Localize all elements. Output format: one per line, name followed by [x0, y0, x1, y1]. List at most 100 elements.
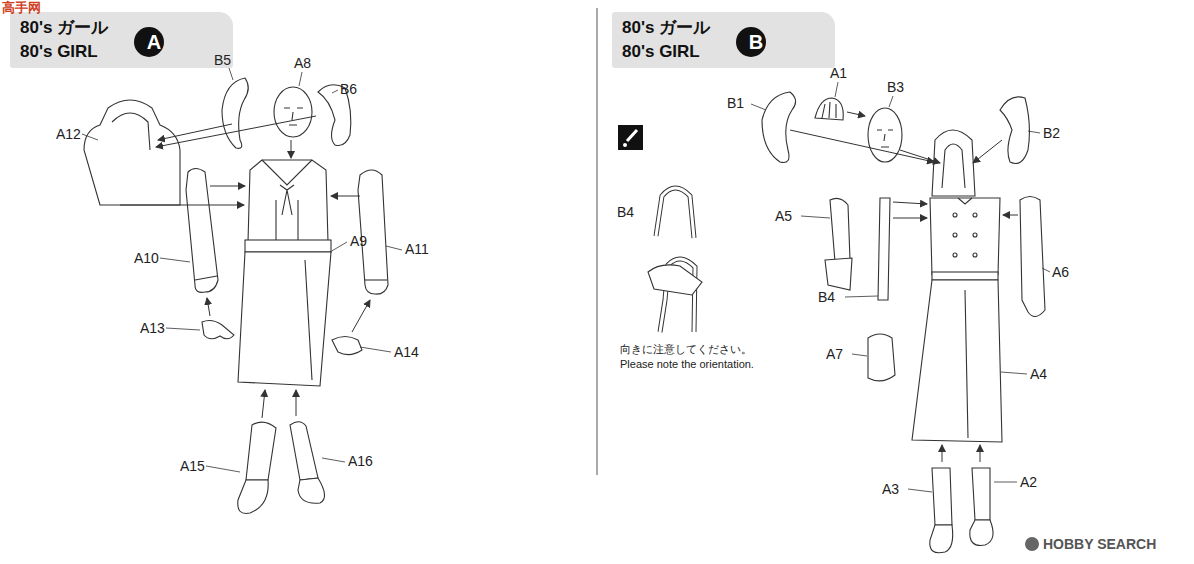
drawing-element — [1042, 268, 1050, 272]
drawing-element — [845, 296, 878, 297]
assembly-arrow — [156, 116, 316, 147]
assembly-arrow — [120, 205, 244, 206]
drawing-element — [656, 188, 694, 238]
hair-part — [762, 92, 796, 163]
drawing-element — [889, 96, 893, 107]
part-number: A16 — [348, 453, 373, 469]
drawing-element — [332, 90, 338, 93]
header-band: 80's ガール 80's GIRLA — [10, 12, 233, 68]
divider-line — [597, 8, 598, 475]
drawing-element — [386, 246, 402, 250]
assembly-arrow — [291, 140, 292, 158]
assembly-arrow — [980, 445, 981, 462]
waistband — [932, 272, 998, 280]
note-text: Please note the orientation. — [620, 358, 754, 371]
sock-part — [972, 468, 990, 520]
collar-lines — [262, 160, 312, 240]
assembly-arrow — [893, 218, 927, 219]
part-number: B3 — [887, 79, 904, 95]
assembly-arrow — [352, 300, 370, 332]
waistband — [245, 240, 331, 252]
drawing-element — [801, 216, 830, 218]
assembly-arrow — [207, 298, 210, 316]
assembly-arrow — [942, 445, 943, 462]
sock-part — [932, 468, 952, 525]
part-number: A10 — [134, 250, 159, 266]
note-icon — [618, 125, 643, 150]
figure-a — [84, 78, 388, 513]
header-text: 80's GIRL — [10, 42, 233, 62]
assembly-arrow — [210, 186, 245, 187]
face-lines — [877, 130, 893, 147]
assembly-arrows — [790, 112, 1018, 462]
assembly-arrow — [158, 124, 232, 140]
hair-part — [1000, 97, 1029, 164]
skirt-line — [965, 290, 968, 438]
part-number: A12 — [56, 126, 81, 142]
figure-letter-circle: A — [134, 27, 164, 57]
shoe-part — [238, 480, 268, 513]
strap-detail — [648, 188, 702, 332]
drawing-element — [994, 482, 1017, 483]
bag-part — [868, 334, 895, 381]
part-number: A5 — [775, 208, 792, 224]
drawing-element — [908, 489, 932, 492]
part-number: B5 — [214, 52, 231, 68]
coat-part — [930, 198, 1000, 275]
drawing-element — [953, 213, 957, 217]
drawing-element — [953, 233, 957, 237]
drawing-element — [1028, 131, 1040, 133]
watermark: 高手网 — [2, 0, 41, 15]
drawing-element — [322, 458, 345, 462]
assembly-arrow — [1003, 215, 1018, 216]
assembly-arrow — [331, 196, 360, 197]
bun-part — [815, 98, 843, 120]
assembly-arrow — [893, 202, 927, 204]
arm-part — [830, 198, 850, 262]
hand-part — [825, 258, 852, 290]
note-icon-mark — [627, 130, 637, 141]
part-number: B2 — [1043, 125, 1060, 141]
part-number: A15 — [180, 458, 205, 474]
drawing-element — [835, 82, 838, 97]
header-text: 80's GIRL — [612, 42, 835, 62]
arm-part — [1020, 197, 1045, 317]
watermark: HOBBY SEARCH — [1043, 536, 1156, 552]
part-number: B4 — [617, 204, 634, 220]
shoe-part — [298, 478, 325, 503]
shoe-part — [970, 520, 993, 545]
drawing-element — [751, 104, 766, 110]
assembly-arrow — [262, 390, 265, 418]
skirt-part — [238, 252, 331, 386]
header-band: 80's ガール80's GIRLB — [612, 12, 835, 68]
drawing-element — [166, 328, 200, 330]
drawing-element — [82, 134, 98, 140]
head-part — [274, 87, 312, 137]
hair-part — [222, 78, 248, 148]
drawing-element — [973, 233, 977, 237]
cuff-line — [365, 279, 387, 280]
part-number: B1 — [727, 95, 744, 111]
sock-part — [290, 422, 318, 480]
drawing-element — [656, 188, 694, 238]
skirt-part — [912, 280, 1002, 442]
part-number: A9 — [350, 233, 367, 249]
hand-part — [202, 321, 234, 339]
shoe-part — [930, 525, 953, 553]
drawing-element — [953, 253, 957, 257]
figure-b — [762, 92, 1045, 553]
figure-letter: B — [739, 31, 763, 53]
sleeve-part — [358, 170, 388, 294]
part-number: A4 — [1030, 366, 1047, 382]
sleeve-part — [186, 169, 218, 293]
drawing-element — [1001, 372, 1027, 374]
cuff-line — [195, 276, 217, 280]
assembly-arrow — [790, 130, 934, 162]
drawing-element — [160, 258, 190, 262]
part-number: A14 — [394, 344, 419, 360]
drawing-element — [229, 68, 233, 80]
logo-icon — [1025, 537, 1039, 551]
part-number: A7 — [826, 346, 843, 362]
assembly-arrows — [120, 116, 370, 418]
header-text: 80's ガール — [10, 18, 233, 38]
